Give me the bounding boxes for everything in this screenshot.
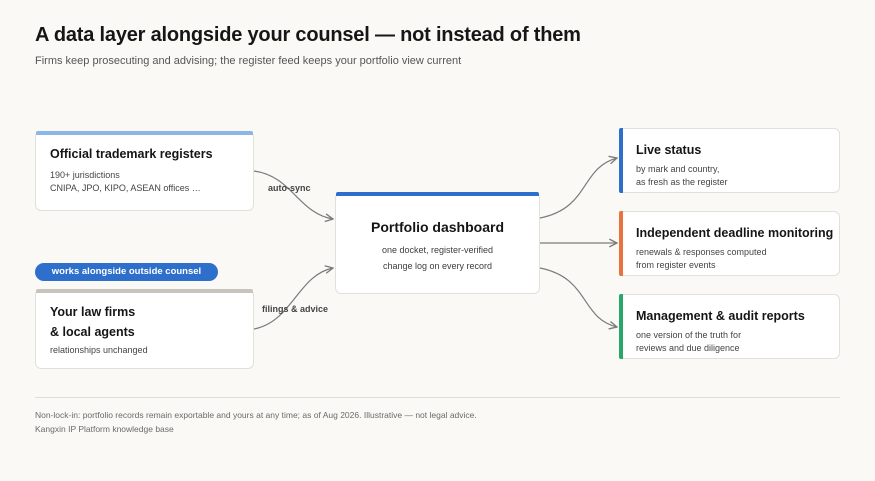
dashboard-card-accent [336,192,539,196]
registers-card-line: CNIPA, JPO, KIPO, ASEAN offices … [50,183,201,193]
live-status-line: by mark and country, [636,164,720,174]
arrow-dashboard-to-live-status [539,158,617,219]
live-status-card: Live status by mark and country, as fres… [619,128,840,193]
audit-reports-card: Management & audit reports one version o… [619,294,840,359]
live-status-accent [619,128,623,193]
arrow-counsel-to-dashboard [253,268,333,330]
audit-reports-line: reviews and due diligence [636,343,740,353]
registers-card-line: 190+ jurisdictions [50,170,120,180]
dashboard-card-line: one docket, register-verified [381,245,494,255]
counsel-card-accent [36,289,253,293]
audit-reports-accent [619,294,623,359]
audit-reports-title: Management & audit reports [636,309,805,323]
edge-label-auto-sync: auto-sync [268,183,311,193]
deadline-monitoring-line: from register events [636,260,716,270]
deadline-monitoring-line: renewals & responses computed [636,247,767,257]
audit-reports-line: one version of the truth for [636,330,742,340]
counsel-card-title-line: Your law firms [50,305,136,319]
footer-source: Kangxin IP Platform knowledge base [35,424,174,434]
registers-card-title: Official trademark registers [50,147,213,161]
counsel-card-line: relationships unchanged [50,345,148,355]
arrow-registers-to-dashboard [253,170,333,219]
live-status-title: Live status [636,143,702,157]
page-title: A data layer alongside your counsel — no… [35,24,581,46]
counsel-card: Your law firms & local agents relationsh… [35,289,254,369]
counsel-badge: works alongside outside counsel [35,263,218,281]
portfolio-dashboard-card: Portfolio dashboard one docket, register… [335,192,540,294]
dashboard-card-line: change log on every record [382,261,493,271]
registers-card-accent [36,131,253,135]
edge-label-filings-advice: filings & advice [262,304,329,314]
footer-divider [35,397,840,398]
arrow-dashboard-to-reports [539,267,617,327]
counsel-card-title-line: & local agents [50,325,135,339]
registers-card: Official trademark registers 190+ jurisd… [35,131,254,211]
footer-note: Non-lock-in: portfolio records remain ex… [35,410,477,420]
deadline-monitoring-card: Independent deadline monitoring renewals… [619,211,840,276]
deadline-monitoring-title: Independent deadline monitoring [636,226,834,240]
deadline-monitoring-accent [619,211,623,276]
live-status-line: as fresh as the register [636,177,728,187]
dashboard-card-title: Portfolio dashboard [371,219,504,235]
page-subtitle: Firms keep prosecuting and advising; the… [35,55,462,67]
